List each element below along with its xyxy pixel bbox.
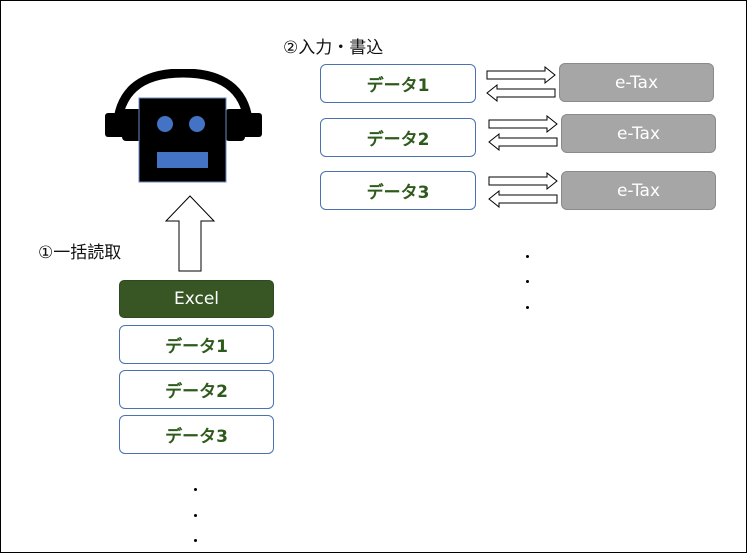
excel-header: Excel <box>119 280 274 318</box>
write-step-label: ②入力・書込 <box>283 38 384 58</box>
up-arrow-icon <box>164 195 216 272</box>
excel-row-data3: データ3 <box>119 415 274 454</box>
etax-system-2: e-Tax <box>561 114 716 153</box>
excel-row-data1: データ1 <box>119 325 274 364</box>
excel-row-data2: データ2 <box>119 370 274 409</box>
read-step-label: ①一括読取 <box>38 243 122 263</box>
two-way-arrow-icon <box>488 172 558 208</box>
etax-system-1: e-Tax <box>559 63 714 102</box>
two-way-arrow-icon <box>488 115 558 151</box>
target-data2: データ2 <box>320 118 476 157</box>
target-data1: データ1 <box>320 64 476 103</box>
etax-system-3: e-Tax <box>561 171 716 210</box>
headphone-robot-icon <box>105 69 262 183</box>
two-way-arrow-icon <box>486 66 556 102</box>
target-data3: データ3 <box>320 171 476 210</box>
